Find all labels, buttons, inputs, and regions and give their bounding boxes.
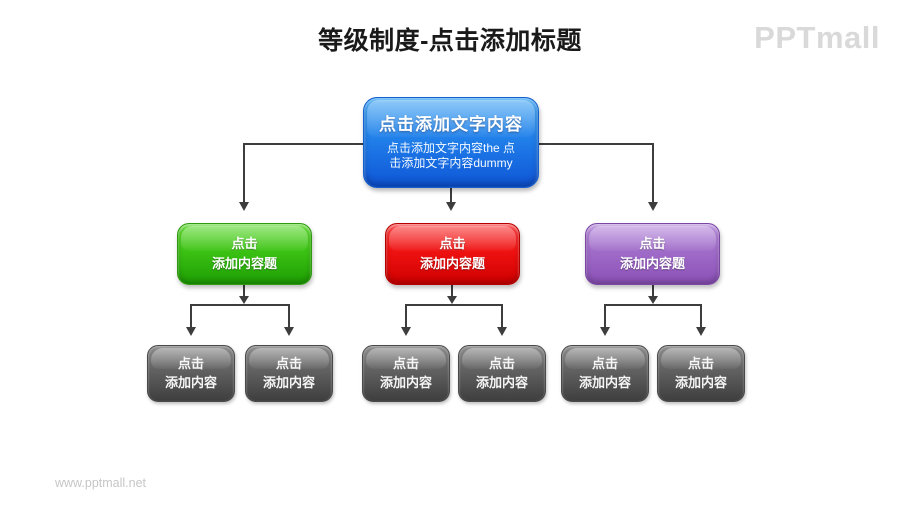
leaf-label-line2: 添加内容 <box>578 375 631 390</box>
leaf-label-line1: 点击 <box>177 356 204 371</box>
leaf-label-line1: 点击 <box>392 356 419 371</box>
leaf-node-5[interactable]: 点击 添加内容 <box>561 345 649 402</box>
branch-node-purple[interactable]: 点击 添加内容题 <box>585 223 720 285</box>
branch-node-green[interactable]: 点击 添加内容题 <box>177 223 312 285</box>
leaf-node-2[interactable]: 点击 添加内容 <box>245 345 333 402</box>
leaf-label-line1: 点击 <box>591 356 618 371</box>
leaf-label-line1: 点击 <box>687 356 714 371</box>
leaf-label-line1: 点击 <box>275 356 302 371</box>
leaf-label-line2: 添加内容 <box>262 375 315 390</box>
leaf-node-6[interactable]: 点击 添加内容 <box>657 345 745 402</box>
leaf-label-line2: 添加内容 <box>475 375 528 390</box>
connector-root-to-branches <box>239 143 658 211</box>
leaf-label-line2: 添加内容 <box>164 375 217 390</box>
connector-branch1-to-leaves <box>186 285 294 336</box>
leaf-label-line2: 添加内容 <box>379 375 432 390</box>
branch-node-red[interactable]: 点击 添加内容题 <box>385 223 520 285</box>
branch-label-line1: 点击 <box>439 236 466 251</box>
leaf-label-line1: 点击 <box>488 356 515 371</box>
footer-site-url: www.pptmall.net <box>55 476 147 490</box>
leaf-label-line2: 添加内容 <box>674 375 727 390</box>
leaf-node-4[interactable]: 点击 添加内容 <box>458 345 546 402</box>
leaf-node-1[interactable]: 点击 添加内容 <box>147 345 235 402</box>
branch-label-line2: 添加内容题 <box>619 256 685 271</box>
root-node-body: 点击添加文字内容the 点 击添加文字内容dummy <box>386 141 516 170</box>
branch-label-line2: 添加内容题 <box>211 256 277 271</box>
branch-label-line2: 添加内容题 <box>419 256 485 271</box>
leaf-node-3[interactable]: 点击 添加内容 <box>362 345 450 402</box>
connector-branch2-to-leaves <box>401 285 507 336</box>
slide-title-placeholder[interactable]: 等级制度-点击添加标题 <box>318 27 582 55</box>
root-node-title: 点击添加文字内容 <box>379 115 523 134</box>
root-node-placeholder[interactable]: 点击添加文字内容 点击添加文字内容the 点 击添加文字内容dummy <box>363 97 539 188</box>
connector-branch3-to-leaves <box>600 285 706 336</box>
branch-label-line1: 点击 <box>639 236 666 251</box>
branch-label-line1: 点击 <box>231 236 258 251</box>
pptmall-logo: PPTmall <box>754 20 880 55</box>
